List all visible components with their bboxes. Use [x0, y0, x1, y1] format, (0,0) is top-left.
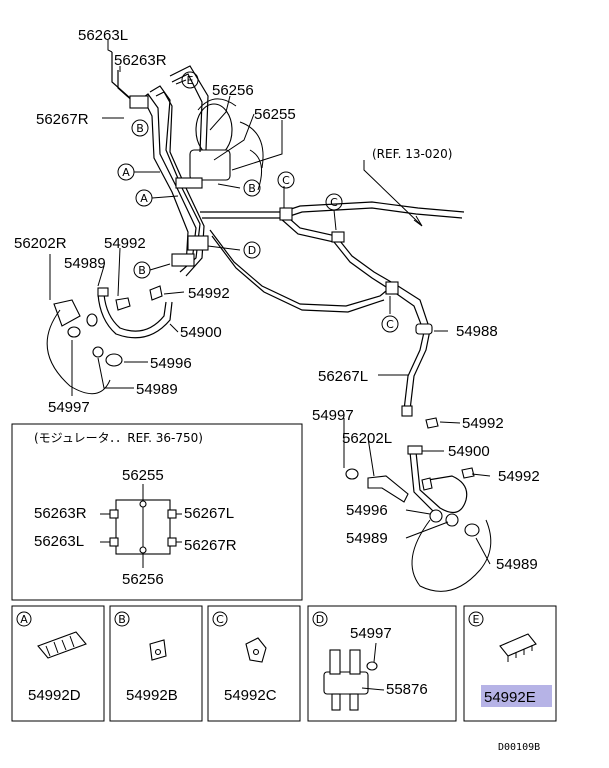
ref-arrow	[363, 160, 421, 225]
inset-title: (モジュレータ．．REF. 36-750)	[34, 431, 203, 445]
detail-a-letter: A	[20, 613, 28, 626]
diagram-code: D00109B	[498, 742, 540, 753]
label-54988: 54988	[456, 323, 498, 340]
main-illustration	[46, 52, 492, 592]
callout-a-1: A	[122, 166, 130, 179]
label-54996-a: 54996	[150, 355, 192, 372]
master-cylinder	[189, 98, 264, 191]
label-54997-b: 54997	[312, 407, 354, 424]
callout-a-2: A	[140, 192, 148, 205]
detail-box-d: D 54997 55876	[307, 605, 457, 722]
label-56263r-top: 56263R	[114, 52, 167, 69]
label-56267r-top: 56267R	[36, 111, 89, 128]
label-54992-a: 54992	[104, 235, 146, 252]
inset-label-56267l: 56267L	[184, 505, 234, 522]
label-54992-b: 54992	[188, 285, 230, 302]
label-56202r: 56202R	[14, 235, 67, 252]
leader-lines	[49, 40, 491, 565]
label-54900-b: 54900	[448, 443, 490, 460]
label-54989-d: 54989	[496, 556, 538, 573]
detail-a-part: 54992D	[28, 687, 81, 704]
part-labels: 56263L 56263R 56267R 56256 56255 56202R …	[14, 27, 540, 573]
label-56255-top: 56255	[254, 106, 296, 123]
rear-pipe	[200, 201, 465, 417]
detail-box-b: B 54992B	[109, 605, 203, 722]
highlight-54992e	[481, 685, 552, 707]
detail-e-part: 54992E	[484, 689, 536, 706]
callout-b-2: B	[248, 182, 256, 195]
detail-box-c: C 54992C	[207, 605, 301, 722]
callout-c-3: C	[386, 318, 394, 331]
label-56256-top: 56256	[212, 82, 254, 99]
label-56263l-top: 56263L	[78, 27, 128, 44]
label-54989-b: 54989	[136, 381, 178, 398]
inset-label-56267r: 56267R	[184, 537, 237, 554]
callout-b-1: B	[136, 122, 144, 135]
callout-e: E	[187, 74, 194, 87]
label-54989-a: 54989	[64, 255, 106, 272]
label-56202l: 56202L	[342, 430, 392, 447]
detail-b-letter: B	[118, 613, 126, 626]
detail-d-part2: 54997	[350, 625, 392, 642]
inset-label-56255: 56255	[122, 467, 164, 484]
detail-b-part: 54992B	[126, 687, 178, 704]
label-54997-a: 54997	[48, 399, 90, 416]
inset-label-56263l: 56263L	[34, 533, 84, 550]
inset-label-56263r: 56263R	[34, 505, 87, 522]
label-54900-a: 54900	[180, 324, 222, 341]
label-54989-c: 54989	[346, 530, 388, 547]
detail-e-letter: E	[473, 613, 480, 626]
ref-note: (REF. 13-020)	[372, 147, 452, 161]
front-left-hose	[46, 285, 173, 395]
label-56267l: 56267L	[318, 368, 368, 385]
label-54992-c: 54992	[462, 415, 504, 432]
callout-d: D	[248, 244, 256, 257]
pipe-bundle	[111, 52, 209, 277]
callout-b-3: B	[138, 264, 146, 277]
label-54996-b: 54996	[346, 502, 388, 519]
main-callouts: E B A A B B D C C C	[117, 71, 399, 333]
detail-c-letter: C	[216, 613, 224, 626]
detail-c-part: 54992C	[224, 687, 277, 704]
detail-d-letter: D	[316, 613, 324, 626]
inset-label-56256: 56256	[122, 571, 164, 588]
detail-box-e: E 54992E	[463, 605, 557, 722]
modulator-inset: (モジュレータ．．REF. 36-750) 56255 56263R 56263…	[11, 423, 303, 601]
label-54992-d: 54992	[498, 468, 540, 485]
callout-c-2: C	[330, 196, 338, 209]
detail-box-a: A 54992D	[11, 605, 105, 722]
rear-right-hose	[345, 417, 492, 592]
detail-d-part: 55876	[386, 681, 428, 698]
callout-c-1: C	[282, 174, 290, 187]
